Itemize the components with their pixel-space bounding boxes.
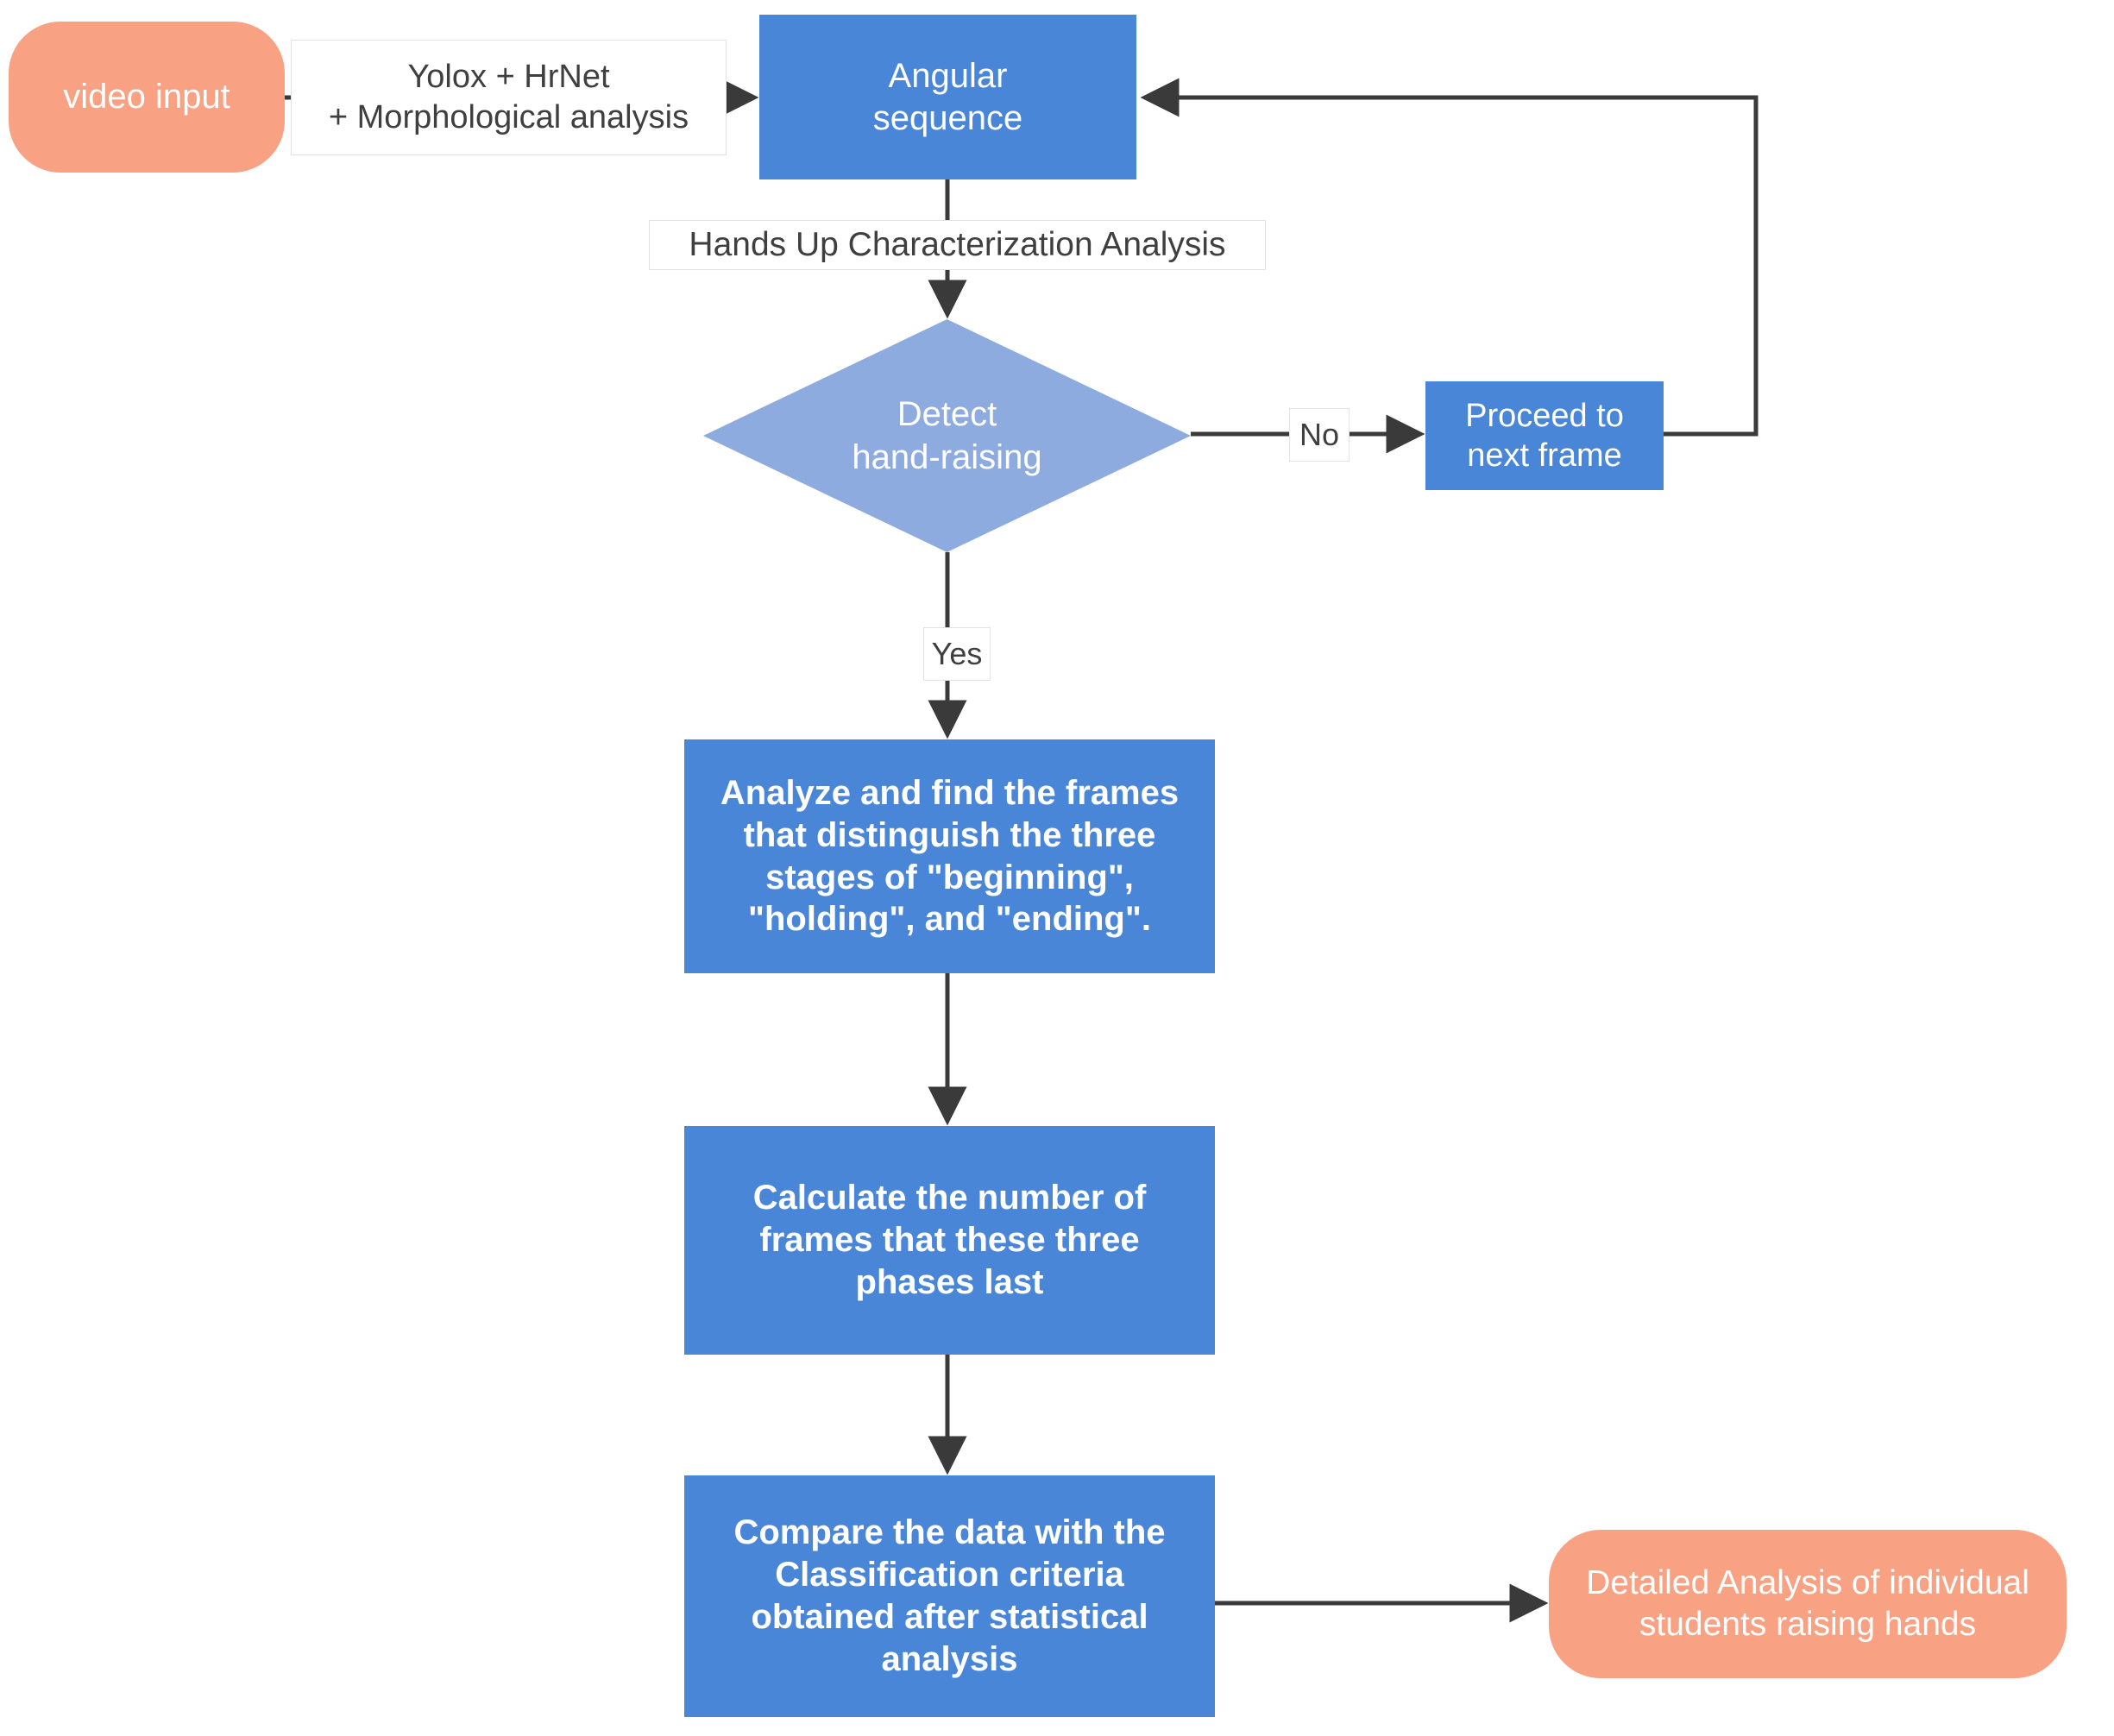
node-calculate-frames[interactable]: Calculate the number of frames that thes… <box>684 1126 1215 1355</box>
node-detect-hand-raising[interactable]: Detect hand-raising <box>703 319 1191 552</box>
node-detect-hand-raising-label: Detect hand-raising <box>852 395 1042 476</box>
edge-label-yes: Yes <box>923 627 991 681</box>
node-angular-sequence[interactable]: Angular sequence <box>759 15 1136 179</box>
edge-label-no: No <box>1289 408 1350 462</box>
node-proceed-next-frame[interactable]: Proceed to next frame <box>1425 381 1664 490</box>
node-detailed-analysis[interactable]: Detailed Analysis of individual students… <box>1549 1530 2067 1678</box>
node-video-input[interactable]: video input <box>9 22 285 173</box>
node-analyze-frames[interactable]: Analyze and find the frames that disting… <box>684 739 1215 973</box>
edge-label-characterization: Hands Up Characterization Analysis <box>649 220 1266 270</box>
edge-label-preprocessing: Yolox + HrNet + Morphological analysis <box>291 40 727 155</box>
node-compare-data[interactable]: Compare the data with the Classification… <box>684 1475 1215 1717</box>
